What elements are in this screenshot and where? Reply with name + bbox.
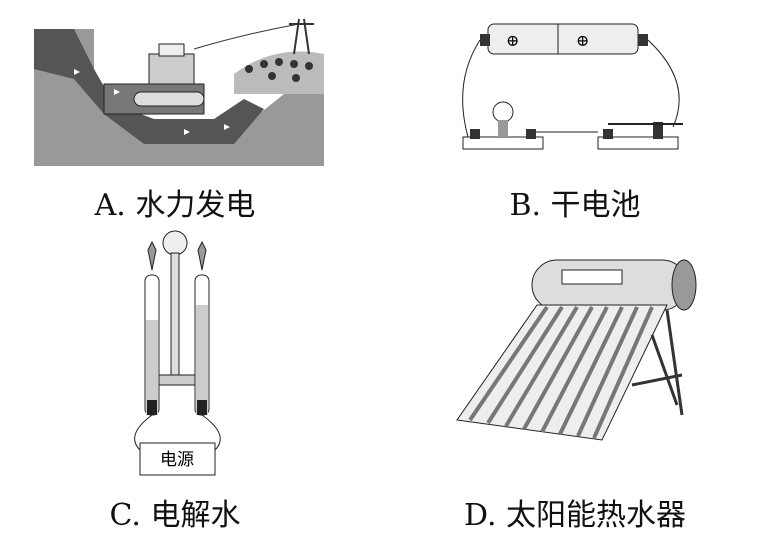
hydropower-illustration — [34, 14, 324, 166]
power-source-label: 电源 — [160, 450, 194, 470]
battery-circuit-illustration: ⊕ ⊕ — [462, 23, 683, 150]
caption-c: C. 电解水 — [109, 498, 241, 533]
battery-symbol-2: ⊕ — [576, 31, 589, 50]
caption-b: B. 干电池 — [509, 188, 641, 223]
electrolysis-illustration: 电源 — [134, 230, 221, 476]
caption-d: D. 太阳能热水器 — [463, 498, 687, 533]
battery-symbol-1: ⊕ — [506, 31, 519, 50]
solar-water-heater-illustration — [456, 259, 697, 441]
caption-a: A. 水力发电 — [94, 188, 256, 223]
